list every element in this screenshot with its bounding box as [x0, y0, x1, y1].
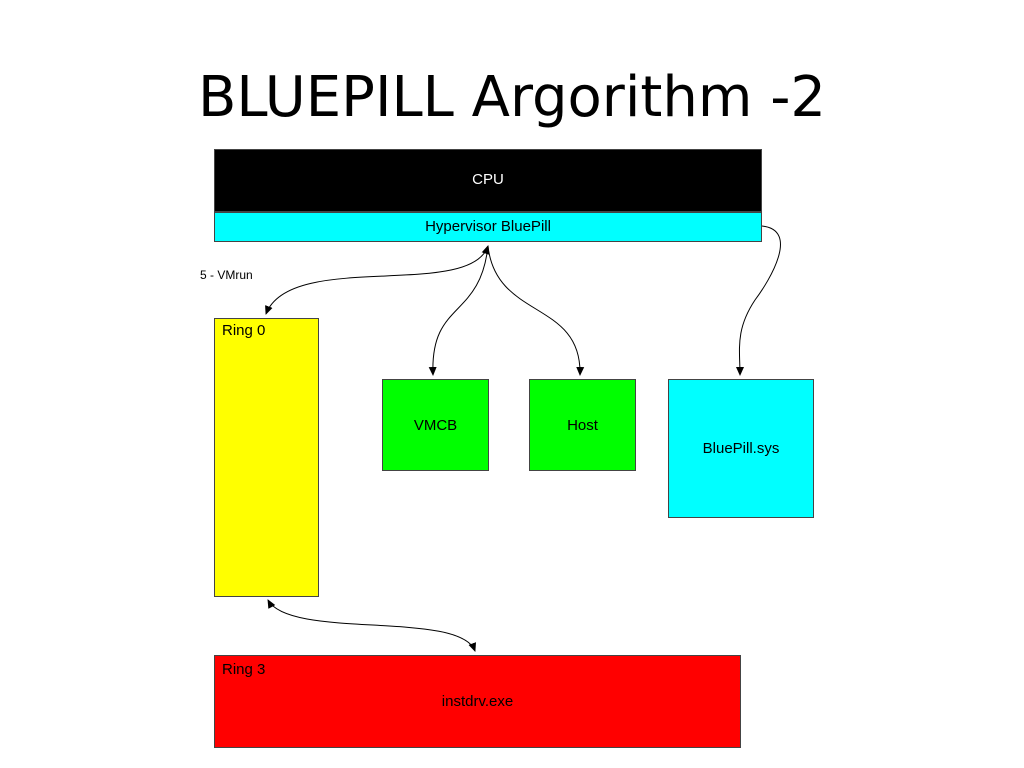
- ring3-block: Ring 3 instdrv.exe: [214, 655, 741, 748]
- cpu-block: CPU: [214, 149, 762, 212]
- bluepill-sys-block: BluePill.sys: [668, 379, 814, 518]
- instdrv-label: instdrv.exe: [441, 693, 514, 710]
- vmcb-label: VMCB: [413, 417, 458, 434]
- bluepill-sys-label: BluePill.sys: [702, 440, 780, 457]
- hypervisor-bluepill-block: Hypervisor BluePill: [214, 212, 762, 242]
- ring0-block: Ring 0: [214, 318, 319, 597]
- ring3-label: Ring 3: [222, 661, 266, 678]
- host-label: Host: [567, 417, 598, 434]
- edge-hypervisor-bluepill-sys: [735, 225, 781, 376]
- edge-hypervisor-ring0: [265, 245, 490, 315]
- hypervisor-label: Hypervisor BluePill: [425, 218, 551, 235]
- host-block: Host: [529, 379, 636, 471]
- edge-hypervisor-vmcb: [428, 245, 489, 376]
- edge-ring0-ring3: [267, 599, 476, 652]
- vmcb-block: VMCB: [382, 379, 489, 471]
- cpu-label: CPU: [472, 171, 504, 188]
- edge-hypervisor-host: [487, 245, 585, 376]
- slide-title: BLUEPILL Argorithm -2: [197, 65, 827, 130]
- vmrun-edge-label: 5 - VMrun: [200, 268, 253, 282]
- ring0-label: Ring 0: [222, 322, 266, 339]
